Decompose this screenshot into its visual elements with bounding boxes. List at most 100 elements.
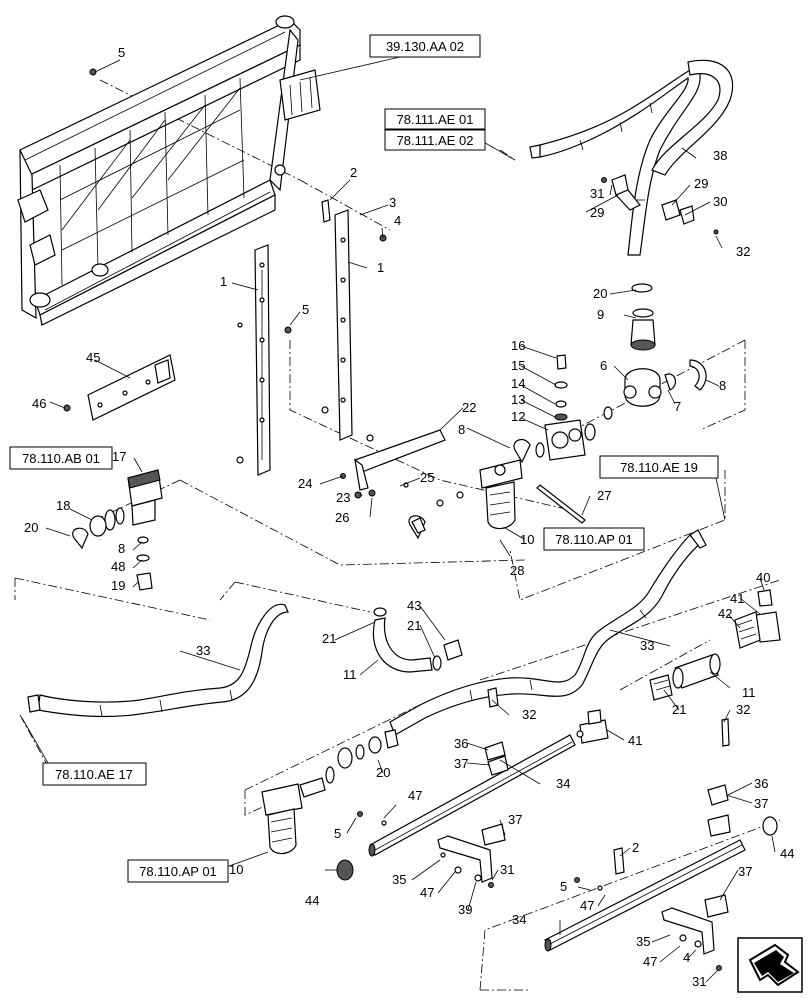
ref-frame[interactable]: 39.130.AA 02	[369, 34, 481, 58]
callout: 8	[458, 422, 465, 437]
callout: 8	[118, 541, 125, 556]
clamp-29-left	[601, 174, 641, 211]
mount-plate	[63, 354, 176, 421]
ref-left-ab[interactable]: 78.110.AB 01	[9, 446, 113, 470]
mount-bracket-right	[334, 209, 353, 441]
pipe-34-upper	[368, 734, 576, 857]
callout: 47	[408, 788, 422, 803]
callout: 8	[719, 378, 726, 393]
ref-hose-top-1[interactable]: 78.111.AE 01	[384, 108, 486, 130]
callout-numbers: 5 2 3 4 1 1 5 45 46 38 31 29 29 30 32 20…	[24, 45, 794, 989]
callout: 15	[511, 358, 525, 373]
hose-33-left	[27, 603, 289, 718]
caps-44	[336, 816, 778, 881]
callout: 21	[407, 618, 421, 633]
svg-text:78.110.AB 01: 78.110.AB 01	[22, 451, 100, 466]
clamp-29-right	[661, 199, 719, 235]
callout: 35	[636, 934, 650, 949]
callout: 42	[718, 606, 732, 621]
callout: 48	[111, 559, 125, 574]
callout: 29	[590, 205, 604, 220]
callout: 34	[556, 776, 570, 791]
callout: 40	[756, 570, 770, 585]
hose-33-right	[389, 529, 707, 736]
callout: 32	[736, 244, 750, 259]
callout: 37	[508, 812, 522, 827]
callout: 41	[628, 733, 642, 748]
callout: 44	[780, 846, 794, 861]
callout: 37	[754, 796, 768, 811]
callout: 28	[510, 563, 524, 578]
bracket-35-upper	[437, 835, 493, 883]
svg-text:78.110.AE 19: 78.110.AE 19	[620, 460, 698, 475]
callout: 36	[454, 736, 468, 751]
callout: 7	[674, 399, 681, 414]
callout: 47	[643, 954, 657, 969]
hardware-bottom	[357, 687, 730, 891]
ref-filter-bottom[interactable]: 78.110.AP 01	[127, 859, 229, 883]
callout: 27	[597, 488, 611, 503]
callout: 11	[343, 667, 357, 682]
ref-right-ae19[interactable]: 78.110.AE 19	[599, 455, 719, 479]
callout: 32	[522, 707, 536, 722]
callout: 26	[335, 510, 349, 525]
callout: 31	[692, 974, 706, 989]
callout: 17	[112, 449, 126, 464]
hose-38	[529, 59, 734, 256]
navigation-arrow-icon[interactable]	[737, 937, 803, 993]
svg-text:78.110.AE 17: 78.110.AE 17	[55, 767, 133, 782]
callout: 4	[683, 950, 690, 965]
ref-filter-top[interactable]: 78.110.AP 01	[543, 527, 645, 551]
svg-text:78.111.AE 02: 78.111.AE 02	[397, 133, 474, 148]
ref-hose-top-2[interactable]: 78.111.AE 02	[384, 129, 486, 151]
callout: 37	[454, 756, 468, 771]
callout: 3	[389, 195, 396, 210]
callout: 37	[738, 864, 752, 879]
filter-10-bottom	[261, 729, 399, 855]
callout: 21	[672, 702, 686, 717]
leader-lines	[21, 45, 776, 983]
callout: 20	[24, 520, 38, 535]
callout: 45	[86, 350, 100, 365]
callout: 46	[32, 396, 46, 411]
boom-frame	[17, 15, 321, 326]
callout: 29	[694, 176, 708, 191]
mount-bracket-left	[254, 244, 271, 476]
callout: 30	[713, 194, 727, 209]
callout: 39	[458, 902, 472, 917]
callout: 33	[640, 638, 654, 653]
callout: 5	[560, 879, 567, 894]
callout: 34	[512, 912, 526, 927]
callout: 35	[392, 872, 406, 887]
callout: 25	[420, 470, 434, 485]
callout: 1	[377, 260, 384, 275]
filter-10-top	[408, 459, 586, 540]
callout: 9	[597, 307, 604, 322]
svg-text:78.111.AE 01: 78.111.AE 01	[397, 112, 474, 127]
callout: 20	[593, 286, 607, 301]
callout: 2	[350, 165, 357, 180]
callout: 23	[336, 490, 350, 505]
callout: 32	[736, 702, 750, 717]
ref-left-ae17[interactable]: 78.110.AE 17	[42, 762, 147, 786]
callout: 10	[229, 862, 243, 877]
callout: 16	[511, 338, 525, 353]
hose-11-short	[372, 607, 463, 673]
bracket-35-lower	[661, 907, 715, 955]
callout: 2	[632, 840, 639, 855]
callout: 21	[322, 631, 336, 646]
callout: 33	[196, 643, 210, 658]
callout: 19	[111, 578, 125, 593]
callout: 22	[462, 400, 476, 415]
callout: 4	[394, 213, 401, 228]
fitting-stack-top	[623, 283, 707, 407]
valve-assembly-17	[72, 469, 426, 591]
bolts-upper	[89, 68, 387, 464]
callout: 38	[713, 148, 727, 163]
pipe-34-lower	[544, 839, 746, 952]
svg-text:78.110.AP 01: 78.110.AP 01	[555, 532, 633, 547]
callout: 24	[298, 476, 312, 491]
callout: 11	[742, 685, 756, 700]
